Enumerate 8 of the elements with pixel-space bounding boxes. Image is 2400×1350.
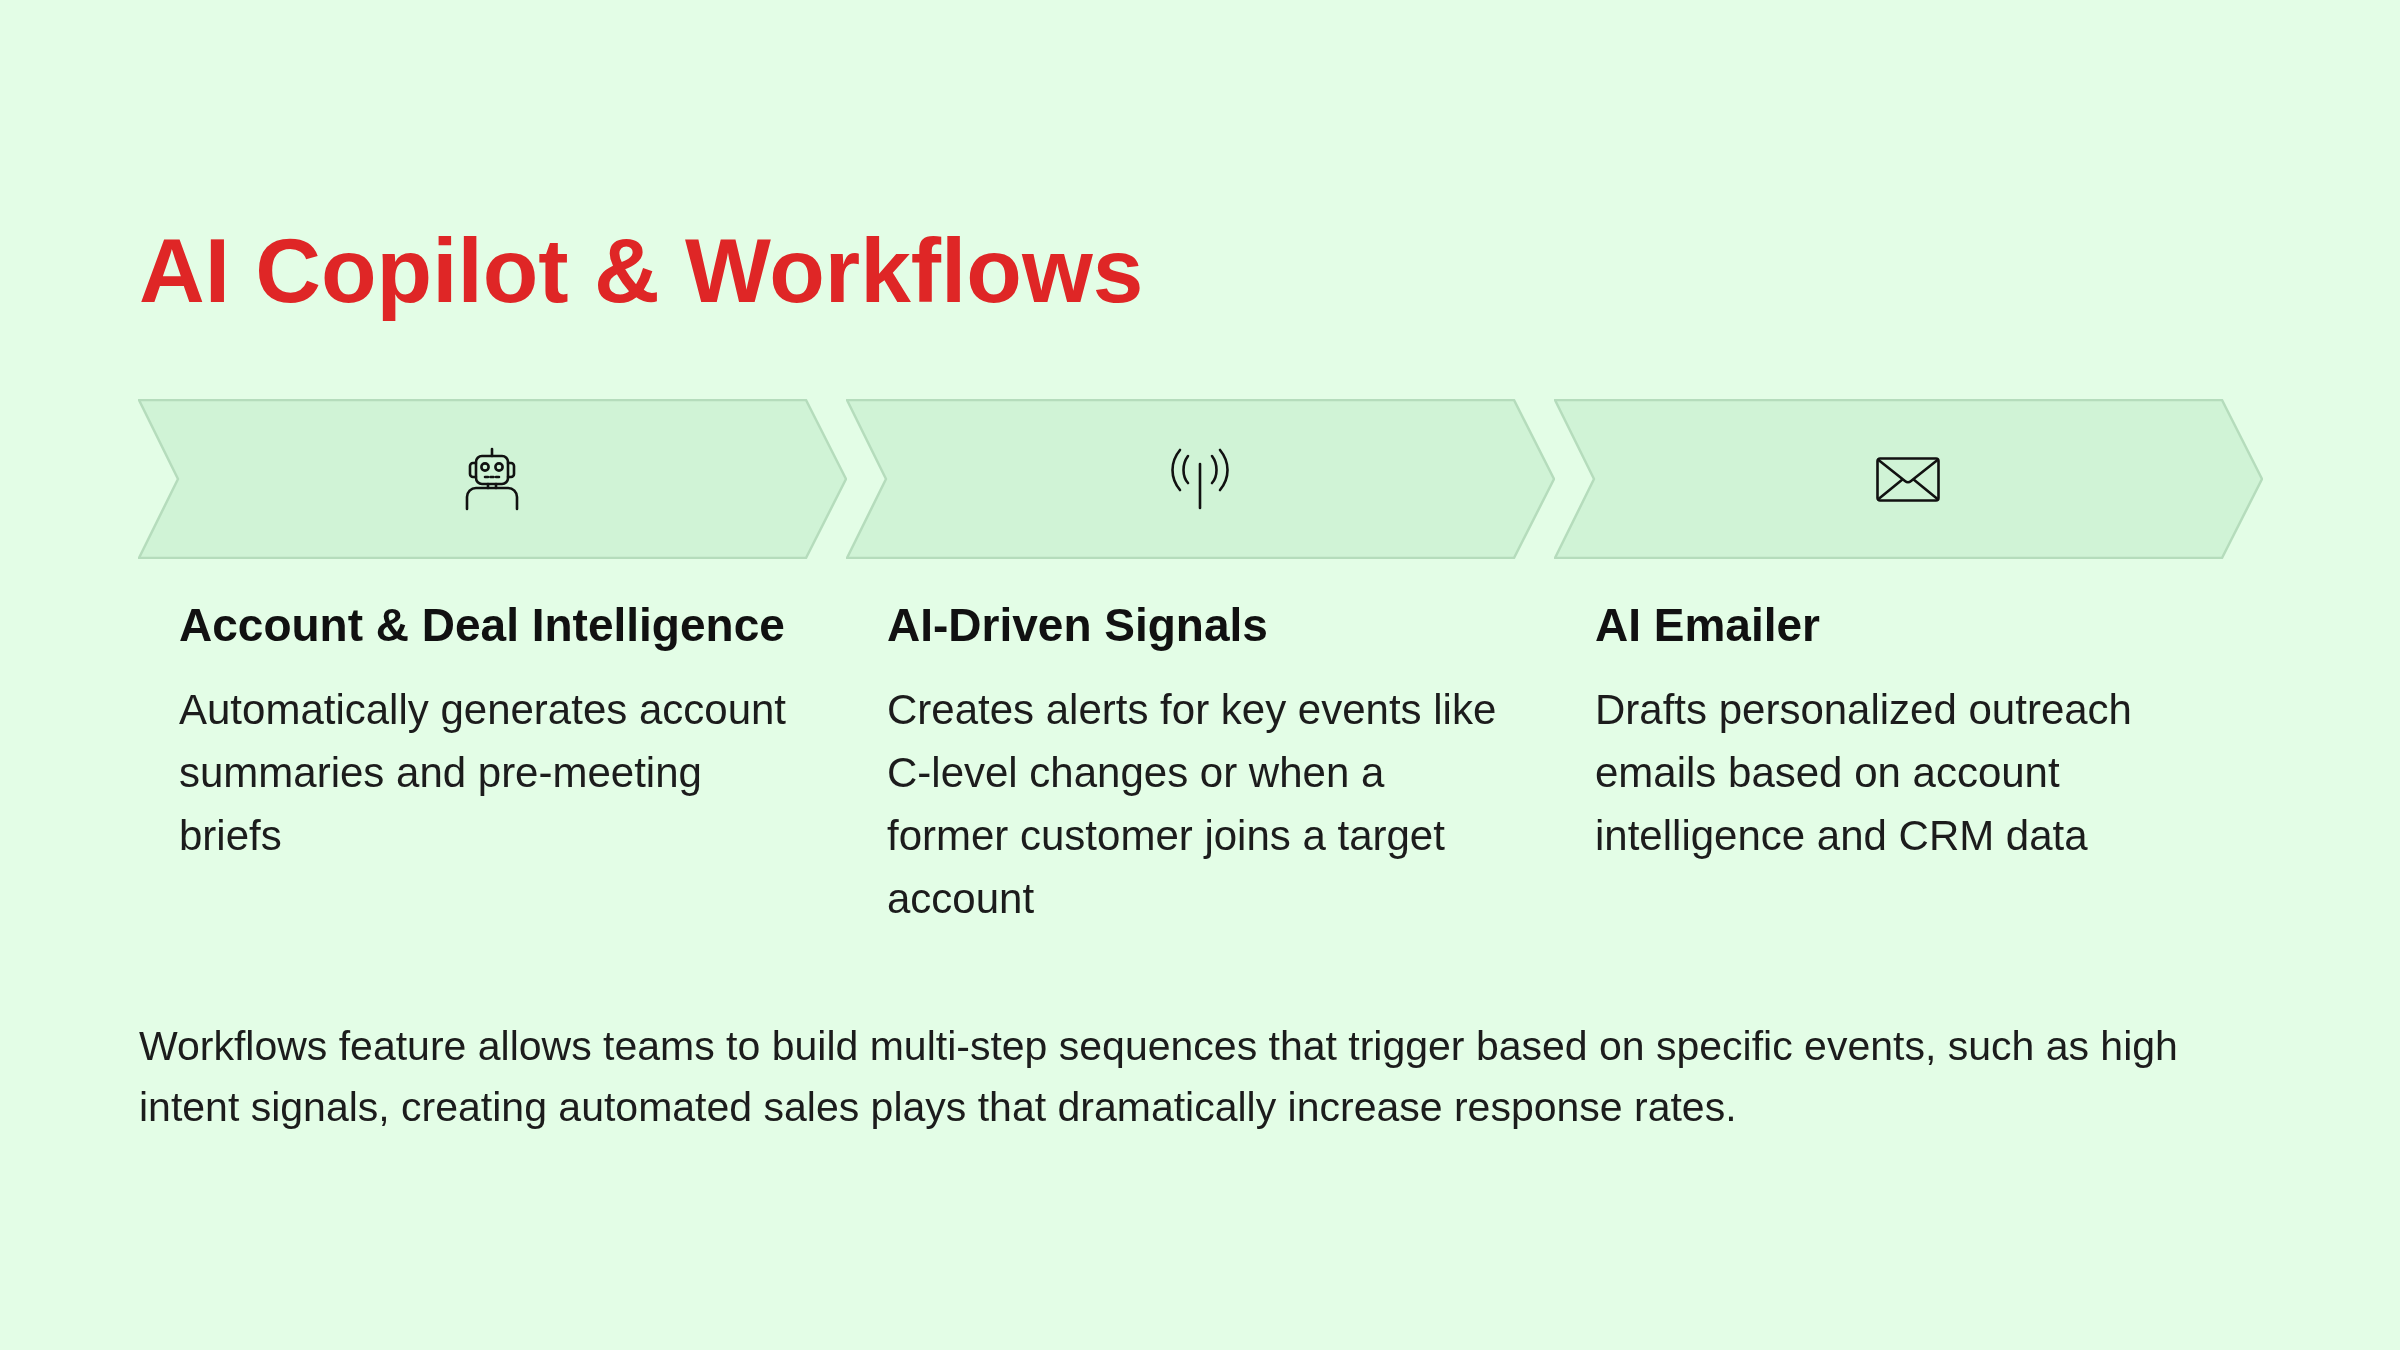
step-description: Drafts personalized outreach emails based on account intelligence and CRM data xyxy=(1595,685,2133,861)
page-title: AI Copilot & Workflows xyxy=(139,219,1144,323)
step-title: Account & Deal Intelligence xyxy=(179,598,785,653)
summary-paragraph: Workflows feature allows teams to build multi-step sequences that trigger based on specific events, such as high intent signals, creating automated sales plays that dramatically increase response rates. xyxy=(139,1022,2179,1132)
step-description: Automatically generates account summaries and pre-meeting briefs xyxy=(179,685,787,861)
step-description: Creates alerts for key events like C-level changes or when a former customer joins a target account xyxy=(887,685,1498,924)
step-title: AI Emailer xyxy=(1595,598,1820,653)
step-title: AI-Driven Signals xyxy=(887,598,1268,653)
